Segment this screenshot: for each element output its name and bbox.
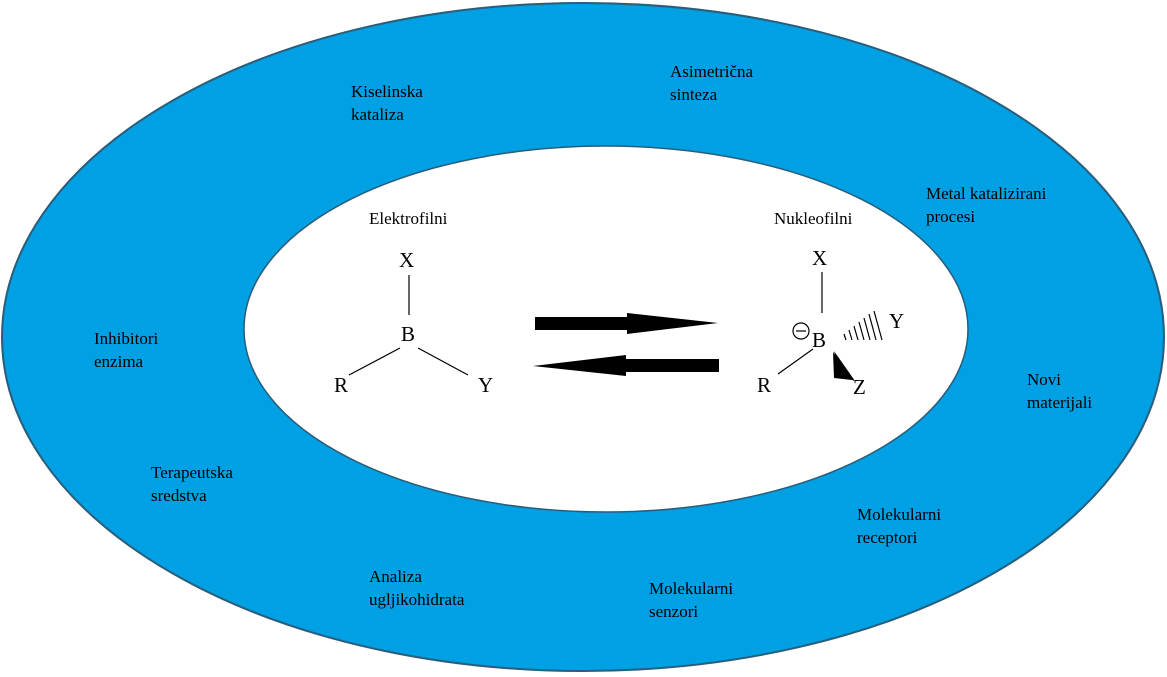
left-atom-y: Y — [478, 373, 494, 397]
right-bond-left — [777, 348, 814, 375]
left-bond-right — [417, 347, 469, 376]
hashed-bond — [843, 310, 883, 341]
left-atom-x: X — [399, 248, 415, 272]
wedge-bond-fill — [833, 352, 852, 380]
left-atom-r: R — [334, 373, 349, 397]
wedge-bond — [834, 351, 855, 381]
label-novi-materijali: Novi materijali — [1027, 370, 1093, 412]
label-molekularni-senzori: Molekularni senzori — [649, 579, 734, 621]
left-atom-b: B — [401, 322, 416, 346]
right-atom-r: R — [757, 373, 772, 397]
left-arrow-icon — [533, 355, 719, 376]
negative-charge-icon — [792, 322, 810, 340]
right-atom-z: Z — [853, 375, 866, 399]
label-asimetricna-sinteza: Asimetrična sinteza — [670, 62, 754, 104]
label-metal-katalizirani-procesi: Metal katalizirani procesi — [926, 184, 1047, 226]
right-structure-title: Nukleofilni — [774, 209, 853, 228]
left-structure-title: Elektrofilni — [369, 209, 448, 228]
label-kiselinska-kataliza: Kiselinska kataliza — [351, 82, 423, 124]
label-molekularni-receptori: Molekularni receptori — [857, 505, 942, 547]
label-analiza-ugljikohidrata: Analiza ugljikohidrata — [369, 567, 465, 609]
label-inhibitori-enzima: Inhibitori enzima — [94, 329, 159, 371]
right-atom-b: B — [812, 328, 827, 352]
left-bond-left — [348, 347, 401, 376]
right-arrow-icon — [535, 313, 718, 334]
right-atom-x: X — [812, 246, 828, 270]
label-terapeutska-sredstva: Terapeutska sredstva — [151, 463, 233, 505]
right-atom-y: Y — [889, 309, 905, 333]
